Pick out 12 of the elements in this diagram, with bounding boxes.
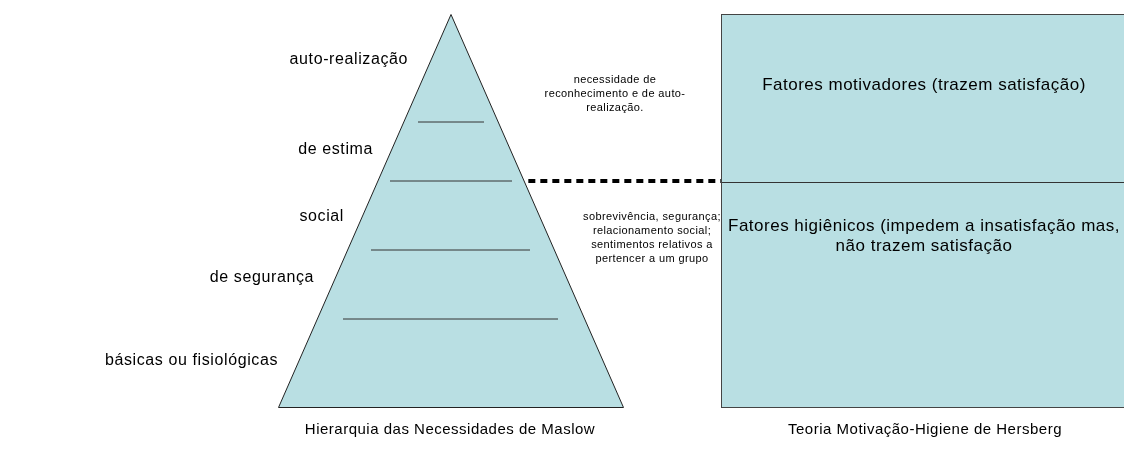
diagram-caption: Hierarquia das Necessidades de Maslow [303,420,597,437]
level-label: de estima [298,140,373,158]
panel-text: Fatores higiênicos (impedem a insatisfação mas, não trazem satisfação [727,216,1121,256]
level-label: de segurança [209,268,314,286]
side-note: sobrevivência, segurança; relacionamento social; sentimentos relativos a pertencer a um grupo [582,209,722,265]
dashed-connector [528,179,721,183]
diagram-caption: Teoria Motivação-Higiene de Hersberg [787,420,1063,437]
level-label: auto-realização [289,50,408,68]
level-label: social [299,207,344,225]
theory-box [721,14,1124,408]
side-note: necessidade de reconhecimento e de auto-realização. [543,72,687,114]
panel-text: Fatores motivadores (trazem satisfação) [762,75,1086,95]
